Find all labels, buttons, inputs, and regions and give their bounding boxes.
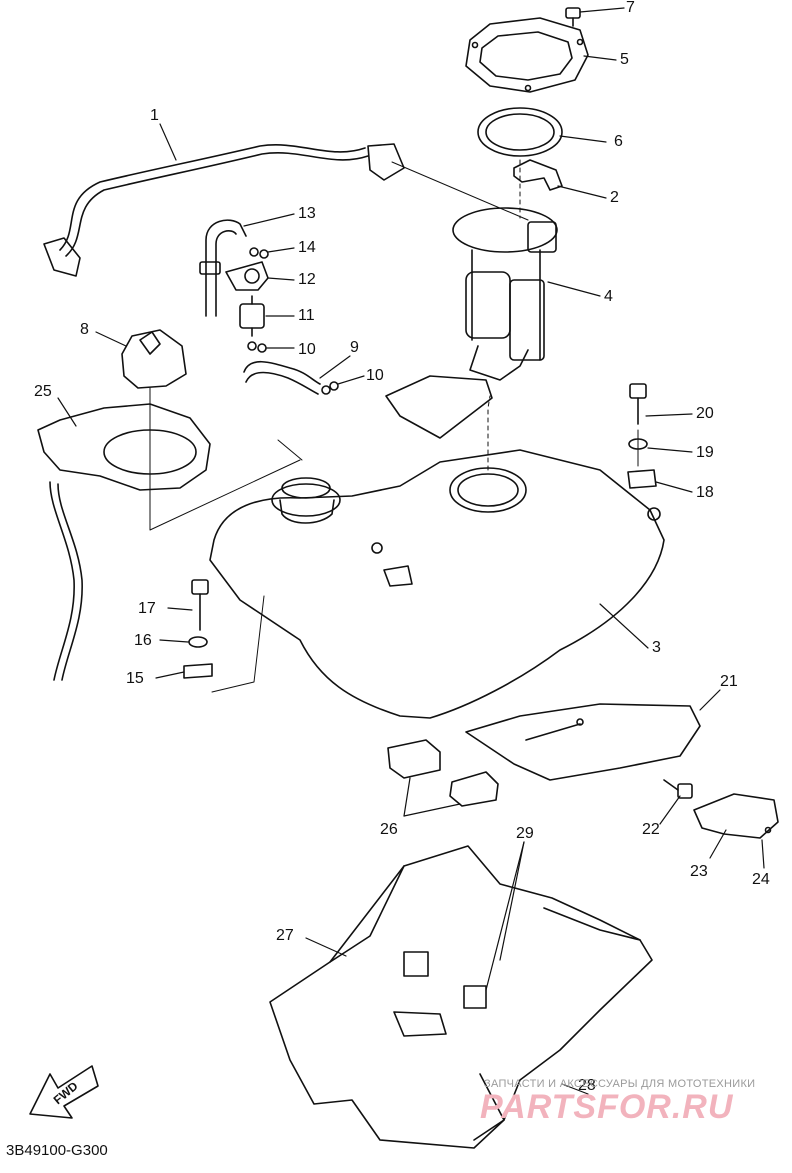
callout-5: 5 [620, 51, 629, 68]
watermark-brand: PARTSFOR.RU [480, 1088, 734, 1126]
callout-leaders [57, 7, 765, 1095]
callout-14: 14 [298, 239, 316, 256]
callout-6: 6 [614, 133, 623, 150]
part-2-connector [513, 159, 563, 191]
part-23-bracket [693, 793, 779, 839]
callout-10a: 10 [298, 341, 316, 358]
callout-23: 23 [690, 863, 708, 880]
part-22-bolt [663, 779, 693, 799]
part-10-clip [247, 341, 267, 353]
part-8-fuel-cap [121, 329, 187, 389]
part-15-grommet [183, 663, 213, 679]
callout-1: 1 [150, 107, 159, 124]
callout-20: 20 [696, 405, 714, 422]
callout-21: 21 [720, 673, 738, 690]
callout-3: 3 [652, 639, 661, 656]
part-25-drain-tray [37, 403, 211, 681]
part-21-heat-shield [465, 703, 701, 781]
callout-28: 28 [578, 1077, 596, 1094]
part-4-fuel-pump [385, 207, 558, 439]
callout-29: 29 [516, 825, 534, 842]
part-9-hose [243, 360, 321, 395]
catalog-code: 3B49100-G300 [6, 1142, 108, 1159]
part-6-gasket [477, 107, 563, 157]
callout-19: 19 [696, 444, 714, 461]
part-11-valve [239, 295, 265, 337]
part-13-hose [199, 219, 247, 317]
assembly-leader-lines [149, 159, 639, 693]
part-7-bolt [565, 7, 581, 27]
part-3-fuel-tank [209, 449, 665, 719]
callout-4: 4 [604, 288, 613, 305]
part-16-washer [188, 636, 208, 648]
callout-26: 26 [380, 821, 398, 838]
callout-16: 16 [134, 632, 152, 649]
callout-7: 7 [626, 0, 635, 16]
callout-8: 8 [80, 321, 89, 338]
part-26-damper [387, 739, 499, 807]
callout-25: 25 [34, 383, 52, 400]
callout-18: 18 [696, 484, 714, 501]
part-18-grommet [627, 469, 657, 489]
fwd-arrow [29, 1065, 99, 1119]
callout-27: 27 [276, 927, 294, 944]
callout-12: 12 [298, 271, 316, 288]
part-17-bolt [191, 579, 209, 631]
part-1-vent-hose [43, 143, 529, 277]
part-27-under-cover [269, 845, 653, 1149]
callout-10b: 10 [366, 367, 384, 384]
part-5-cover-plate [465, 17, 589, 93]
callout-24: 24 [752, 871, 770, 888]
callout-22: 22 [642, 821, 660, 838]
part-10-clip-b [321, 381, 339, 395]
callout-2: 2 [610, 189, 619, 206]
callout-11: 11 [298, 307, 315, 324]
part-20-bolt [629, 383, 647, 425]
callout-9: 9 [350, 339, 359, 356]
callout-17: 17 [138, 600, 156, 617]
part-14-clip [249, 247, 269, 259]
watermark-tagline: ЗАПЧАСТИ И АКСЕССУАРЫ ДЛЯ МОТОТЕХНИКИ [484, 1078, 756, 1090]
part-12-bracket [225, 261, 269, 291]
callout-15: 15 [126, 670, 144, 687]
callout-13: 13 [298, 205, 316, 222]
